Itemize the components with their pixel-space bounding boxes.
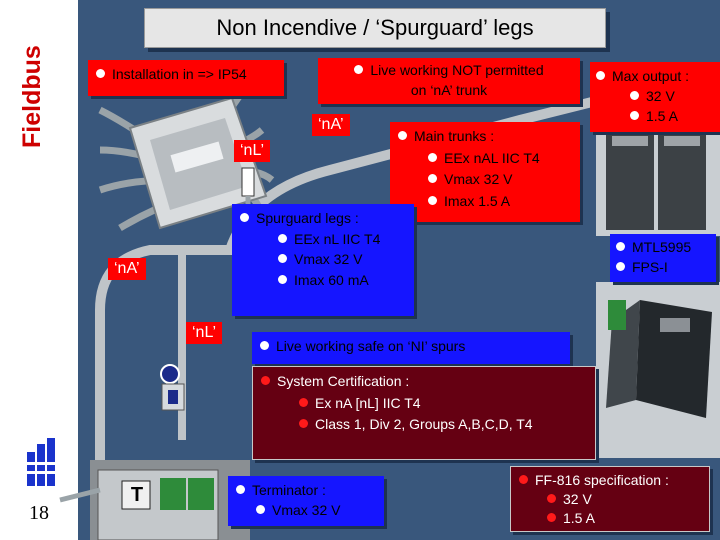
bullet-icon <box>616 262 625 271</box>
spur-block-device <box>128 96 268 230</box>
tag-na-left: ‘nA’ <box>108 258 146 280</box>
bullet-icon <box>428 174 437 183</box>
bullet-icon <box>630 91 639 100</box>
bullet-icon <box>299 397 308 407</box>
trunk-cable <box>95 95 602 470</box>
tag-nl-top: ‘nL’ <box>234 140 271 162</box>
bullet-icon <box>256 505 265 514</box>
bullet-icon <box>547 513 556 522</box>
bullet-icon <box>278 274 287 284</box>
callout-ff816: FF-816 specification : 32 V 1.5 A <box>510 466 710 532</box>
bullet-icon <box>278 233 287 243</box>
bullet-icon <box>260 341 269 350</box>
sidebar: Fieldbus 18 <box>0 0 78 540</box>
bullet-icon <box>519 475 528 484</box>
callout-mtl5995: MTL5995 FPS-I <box>610 234 716 282</box>
bullet-icon <box>261 376 270 385</box>
bullet-icon <box>616 242 625 251</box>
bullet-icon <box>630 111 639 120</box>
tag-na-top: ‘nA’ <box>312 114 350 136</box>
callout-live-not-permitted: Live working NOT permitted on ‘nA’ trunk <box>318 58 580 104</box>
bullet-icon <box>278 254 287 263</box>
bullet-icon <box>299 419 308 428</box>
bullet-icon <box>428 152 437 162</box>
tag-nl-bottom: ‘nL’ <box>186 322 223 344</box>
callout-max-output: Max output : 32 V 1.5 A <box>590 62 720 132</box>
bullet-icon <box>96 69 105 78</box>
page-title: Non Incendive / ‘Spurguard’ legs <box>144 8 606 48</box>
callout-main-trunks: Main trunks : EEx nAL IIC T4 Vmax 32 V I… <box>390 122 580 222</box>
callout-live-safe: Live working safe on ‘NI’ spurs <box>252 332 570 364</box>
bullet-icon <box>354 65 364 74</box>
callout-terminator: Terminator : Vmax 32 V <box>228 476 384 526</box>
bullet-icon <box>398 131 407 140</box>
page-number: 18 <box>29 502 49 524</box>
bullet-icon <box>240 213 249 222</box>
bullet-icon <box>236 485 245 494</box>
callout-installation: Installation in => IP54 <box>88 60 284 96</box>
bullet-icon <box>547 494 556 503</box>
callout-system-certification: System Certification : Ex nA [nL] IIC T4… <box>252 366 596 460</box>
bullet-icon <box>596 71 605 80</box>
terminator-device <box>59 460 250 540</box>
callout-spurguard-legs: Spurguard legs : EEx nL IIC T4 Vmax 32 V… <box>232 204 414 316</box>
field-instrument <box>160 364 185 411</box>
mtl-logo-icon <box>27 438 55 486</box>
mtl5995-module <box>596 282 720 458</box>
bullet-icon <box>428 195 437 205</box>
terminator-device-label: T <box>130 484 144 506</box>
